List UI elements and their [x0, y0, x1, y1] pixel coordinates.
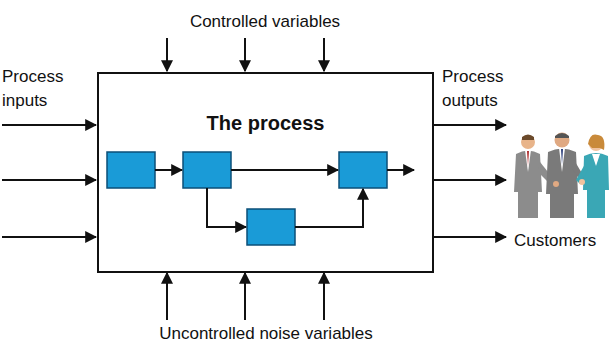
output-arrows	[434, 125, 506, 237]
input-arrows	[2, 125, 96, 237]
customers-figure	[514, 133, 609, 219]
step-boxes	[107, 152, 387, 245]
noise-label: Uncontrolled noise variables	[110, 322, 422, 346]
variables-label: Controlled variables	[150, 10, 380, 34]
controlled-arrows	[167, 38, 324, 71]
noise-arrows	[167, 273, 324, 320]
step-arrows	[155, 170, 414, 227]
process-title: The process	[99, 111, 432, 135]
outputs-label: Process outputs	[442, 65, 542, 113]
process-box: The process	[97, 72, 434, 273]
customers-label: Customers	[514, 229, 610, 253]
inputs-label: Process inputs	[2, 65, 92, 113]
